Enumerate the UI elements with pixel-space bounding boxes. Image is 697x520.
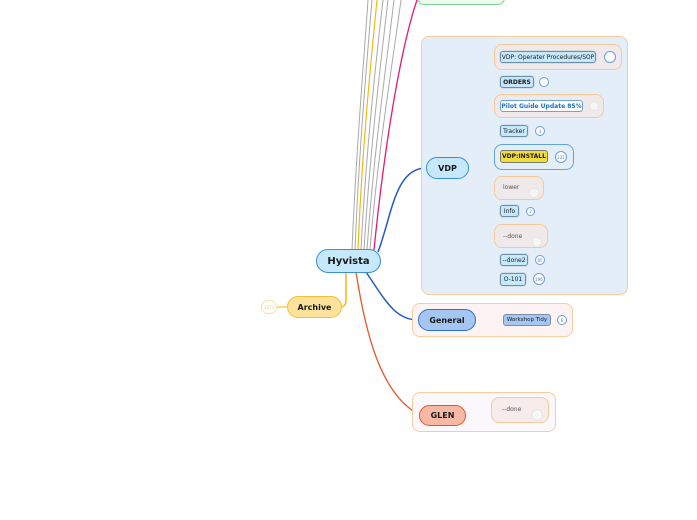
offscreen-node-green[interactable] — [417, 0, 505, 5]
root-label: Hyvista — [327, 255, 370, 267]
link-offscreen-grey-1 — [351, 0, 369, 251]
topic-done[interactable]: --done — [503, 230, 533, 242]
count-badge[interactable]: 3 — [535, 126, 545, 136]
count-badge-text: 3 — [538, 128, 542, 134]
count-badge-text: 2 — [529, 209, 532, 214]
topic-label: Workshop Tidy — [506, 317, 548, 323]
branch-node-vdp[interactable]: VDP — [426, 157, 469, 179]
topic-workshop-tidy[interactable]: Workshop Tidy — [503, 314, 551, 326]
branch-node-archive[interactable]: Archive — [287, 296, 342, 318]
topic-lower[interactable]: lower — [503, 181, 533, 193]
topic-label: --done2 — [502, 256, 526, 264]
topic-vdp-sop[interactable]: VDP: Operater Procedures/SOP — [500, 51, 596, 63]
count-badge[interactable]: 2 — [526, 207, 535, 216]
count-badge[interactable] — [539, 77, 549, 87]
topic-info[interactable]: Info — [500, 205, 519, 217]
link-offscreen-yellow — [357, 0, 378, 251]
link-offscreen-magenta — [373, 0, 418, 251]
topic-done2[interactable]: --done2 — [500, 254, 528, 266]
vdp-label: VDP — [438, 163, 457, 173]
topic-label: Pilot Guide Update 85% — [501, 102, 582, 110]
count-badge[interactable]: 85 — [535, 255, 545, 265]
count-badge[interactable]: 231 — [555, 151, 567, 163]
link-offscreen-grey-2 — [354, 0, 373, 251]
topic-label: Info — [503, 207, 516, 215]
count-badge[interactable]: 196 — [533, 273, 545, 285]
branch-node-general[interactable]: General — [418, 309, 476, 331]
count-badge[interactable] — [532, 237, 542, 247]
topic-label: lower — [503, 183, 520, 191]
topic-label: VDP:INSTALL — [502, 153, 546, 160]
link-offscreen-grey-6 — [369, 0, 402, 251]
topic-label: --done — [503, 232, 523, 240]
topic-tracker[interactable]: Tracker — [500, 125, 528, 137]
archive-count-badge[interactable]: 1673 — [261, 300, 277, 314]
count-badge-text: 196 — [535, 276, 543, 282]
glen-label: GLEN — [430, 411, 455, 420]
topic-label: VDP: Operater Procedures/SOP — [501, 53, 595, 61]
count-badge-text: 231 — [557, 154, 565, 160]
count-badge[interactable] — [604, 51, 616, 63]
count-badge[interactable] — [589, 101, 599, 111]
link-offscreen-grey-5 — [366, 0, 395, 251]
count-badge[interactable] — [531, 409, 543, 421]
topic-label: O-101 — [503, 276, 523, 283]
count-badge[interactable]: 6 — [557, 315, 567, 325]
topic-label: Tracker — [503, 127, 525, 135]
topic-orders[interactable]: ORDERS — [500, 76, 534, 88]
count-badge-text: 6 — [560, 317, 564, 323]
topic-label: --done — [502, 405, 522, 413]
root-node-hyvista[interactable]: Hyvista — [316, 249, 381, 273]
count-badge-text: 1673 — [263, 304, 275, 310]
topic-label: ORDERS — [503, 78, 531, 86]
topic-pilot-guide-update[interactable]: Pilot Guide Update 85% — [500, 100, 583, 112]
archive-label: Archive — [297, 302, 332, 312]
link-root-glen — [355, 271, 421, 416]
topic-o-101[interactable]: O-101 — [500, 273, 526, 286]
link-offscreen-grey-4 — [363, 0, 389, 251]
general-label: General — [429, 315, 465, 325]
link-root-vdp — [377, 167, 427, 253]
topic-glen-done[interactable]: --done — [502, 404, 532, 414]
link-root-general — [365, 271, 419, 321]
count-badge-text: 85 — [537, 257, 543, 263]
count-badge[interactable] — [529, 188, 539, 198]
topic-vdp-install[interactable]: VDP:INSTALL — [500, 150, 548, 163]
link-offscreen-grey-3 — [360, 0, 384, 251]
branch-node-glen[interactable]: GLEN — [419, 405, 466, 426]
